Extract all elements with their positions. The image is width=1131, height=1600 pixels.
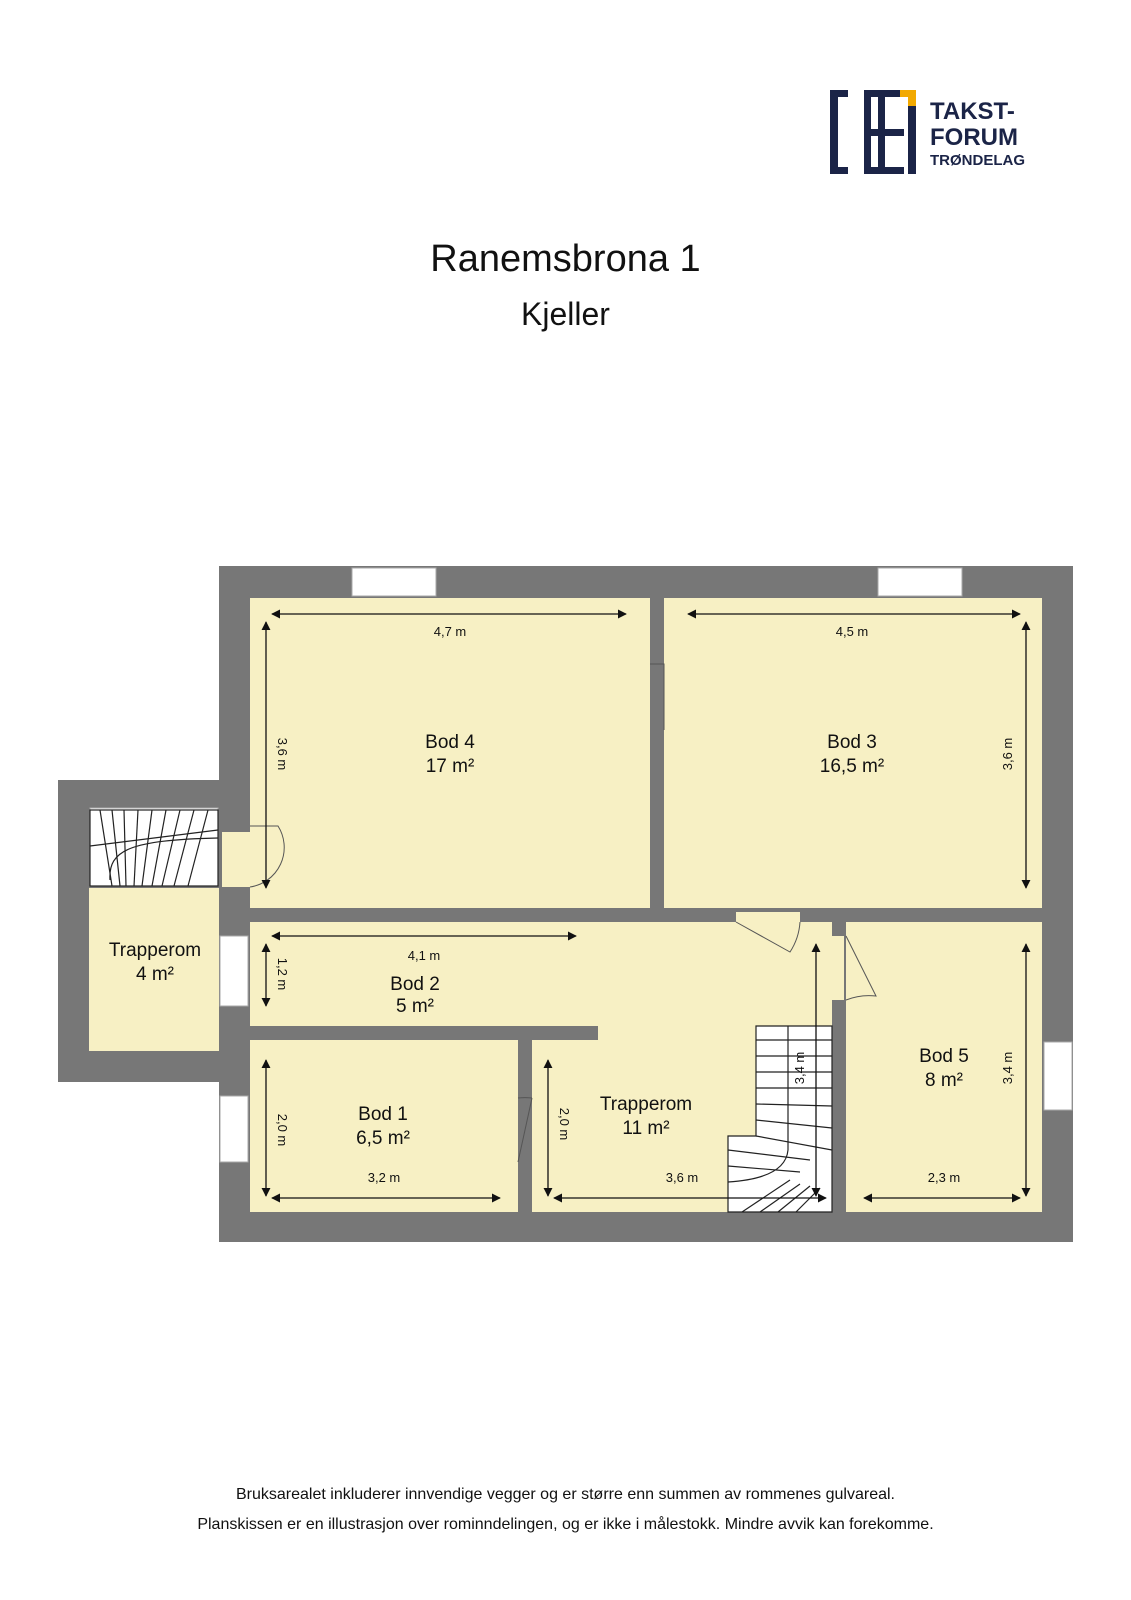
room-bod5	[846, 922, 1042, 1212]
window	[877, 567, 963, 597]
window	[1043, 1041, 1073, 1111]
logo-line1: TAKST-	[930, 98, 1015, 125]
doors	[249, 663, 877, 1163]
room-bod4	[250, 598, 650, 908]
room-label-bod1: Bod 1	[358, 1104, 408, 1125]
room-label-trapperom-left: Trapperom	[109, 940, 201, 961]
room-area-trapperom: 11 m²	[622, 1118, 669, 1139]
dimension-lines	[261, 609, 1031, 1203]
room-label-bod5: Bod 5	[919, 1046, 969, 1067]
room-area-bod4: 17 m²	[426, 756, 475, 777]
room-area-trapperom-left: 4 m²	[136, 964, 174, 985]
room-area-bod5: 8 m²	[925, 1070, 963, 1091]
room-bod3	[664, 598, 1042, 908]
room-bod1	[250, 1040, 518, 1212]
dim-bod5-height: 3,4 m	[1000, 1052, 1015, 1085]
dim-trapperom-stair-height: 3,4 m	[792, 1052, 807, 1085]
window	[219, 935, 249, 1007]
room-area-bod3: 16,5 m²	[820, 756, 884, 777]
dim-bod3-height: 3,6 m	[1000, 738, 1015, 771]
footer-note-1: Bruksarealet inkluderer innvendige vegge…	[236, 1486, 895, 1503]
room-trapperom-left	[89, 888, 219, 1051]
dim-bod1-height: 2,0 m	[275, 1114, 290, 1147]
dim-bod2-width: 4,1 m	[408, 948, 441, 963]
staircase-center	[727, 1025, 833, 1213]
dim-bod4-height: 3,6 m	[275, 738, 290, 771]
page-title: Ranemsbrona 1	[430, 238, 701, 280]
room-label-bod2: Bod 2	[390, 974, 440, 995]
takstforum-logo: TAKST- FORUM TRØNDELAG	[830, 90, 1025, 174]
room-label-bod4: Bod 4	[425, 732, 475, 753]
dim-bod4-width: 4,7 m	[434, 624, 467, 639]
window	[219, 1095, 249, 1163]
dim-bod1-width: 3,2 m	[368, 1170, 401, 1185]
floor-name: Kjeller	[521, 296, 610, 332]
footer-note-2: Planskissen er en illustrasjon over romi…	[197, 1516, 934, 1533]
dim-bod5-width: 2,3 m	[928, 1170, 961, 1185]
room-area-bod2: 5 m²	[396, 996, 434, 1017]
logo-mark-left	[830, 90, 838, 174]
room-label-trapperom: Trapperom	[600, 1094, 692, 1115]
staircase-left	[89, 809, 219, 887]
dim-trapperom-height: 2,0 m	[557, 1108, 572, 1141]
dim-bod2-height: 1,2 m	[275, 958, 290, 991]
logo-line2: FORUM	[930, 124, 1018, 151]
window	[351, 567, 437, 597]
room-label-bod3: Bod 3	[827, 732, 877, 753]
room-area-bod1: 6,5 m²	[356, 1128, 410, 1149]
dim-bod3-width: 4,5 m	[836, 624, 869, 639]
logo-line3: TRØNDELAG	[930, 152, 1025, 169]
dim-trapperom-width: 3,6 m	[666, 1170, 699, 1185]
room-floors	[89, 598, 1042, 1212]
